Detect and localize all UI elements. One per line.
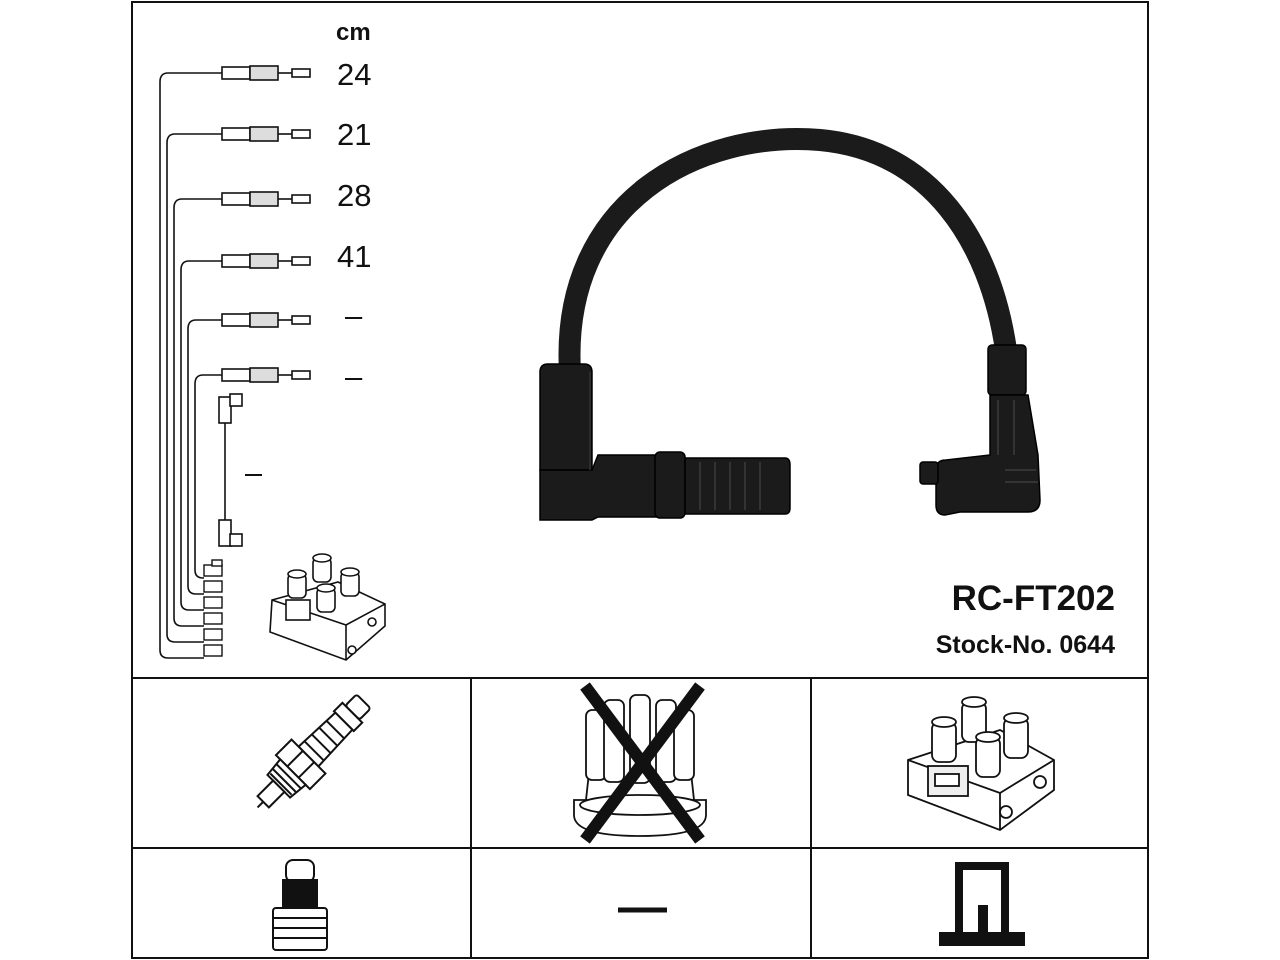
right-coil-boot xyxy=(919,344,1041,516)
lead-6-connector xyxy=(221,367,311,383)
right-coil-boot-ribs xyxy=(997,400,1038,483)
length-value-1: 24 xyxy=(337,57,371,92)
lead-connectors xyxy=(221,65,311,383)
length-value-3: 28 xyxy=(337,178,371,213)
short-lead-drawing xyxy=(218,393,243,547)
lead-lines xyxy=(159,72,222,659)
stock-number: Stock-No. 0644 xyxy=(936,631,1115,659)
ignition-cable-photo xyxy=(539,128,1041,521)
length-value-2: 21 xyxy=(337,117,371,152)
cable-lead xyxy=(558,128,1017,383)
small-coil-drawing xyxy=(269,553,386,661)
length-value-6: – xyxy=(345,359,363,394)
lead-3-connector xyxy=(221,191,311,207)
spark-plug-icon xyxy=(256,694,371,809)
length-value-4: 41 xyxy=(337,239,371,274)
length-value-5: – xyxy=(345,298,363,333)
lead-2-connector xyxy=(221,126,311,142)
plug-terminal-icon xyxy=(272,859,328,951)
lead-5-connector xyxy=(221,312,311,328)
lead-1-connector xyxy=(221,65,311,81)
length-unit: cm xyxy=(336,19,371,46)
coil-terminal-icon xyxy=(939,862,1025,946)
left-plug-boot xyxy=(539,363,791,521)
lead-4-connector xyxy=(221,253,311,269)
length-labels: cm 24 21 28 41 – – xyxy=(336,19,371,394)
ignition-coil-icon xyxy=(907,696,1055,832)
not-applicable-cross-icon xyxy=(580,682,705,844)
product-code: RC-FT202 xyxy=(952,579,1115,618)
cable-set-schematic: cm 24 21 28 41 – – xyxy=(159,19,386,661)
lead-end-terminals xyxy=(203,559,223,657)
plug-terminal-value: – xyxy=(642,899,643,901)
left-plug-boot-ribs xyxy=(699,462,761,510)
frame-grid xyxy=(131,1,1149,959)
